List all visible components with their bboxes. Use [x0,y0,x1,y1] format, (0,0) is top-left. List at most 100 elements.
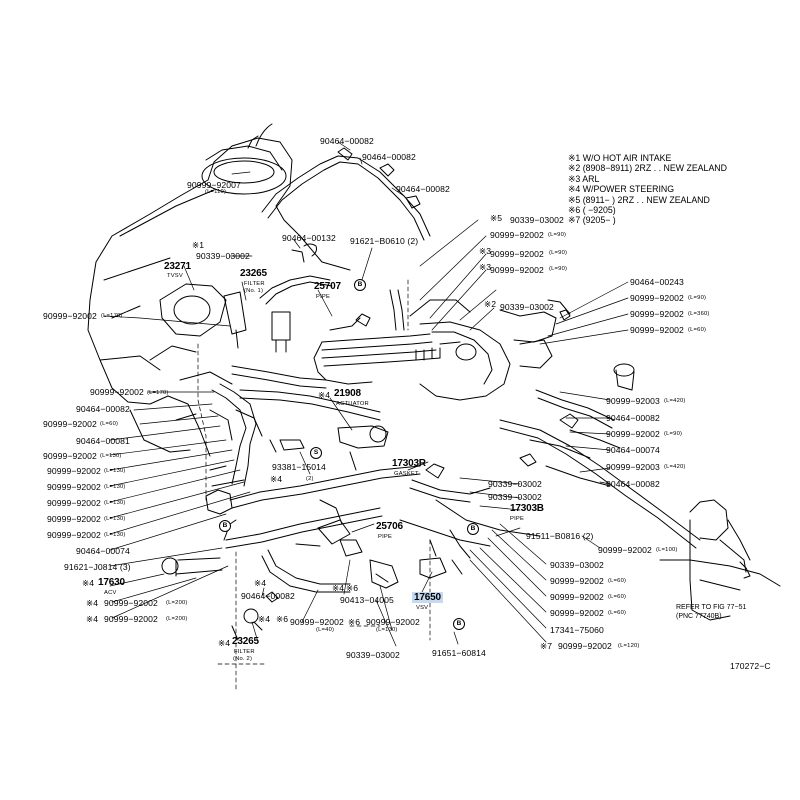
part-sublabel: (No. 2) [233,656,253,662]
part-label[interactable]: 90339−03002 [196,251,250,261]
engine-outline [87,137,351,457]
part-label[interactable]: 90999−92002 [104,614,158,624]
left-hose-group [205,383,421,515]
pipe-bundle [231,289,441,421]
part-label[interactable]: 90999−92002 [550,576,604,586]
part-label[interactable]: 90999−92002 [47,466,101,476]
part-label[interactable]: 90999−92002 [630,309,684,319]
part-sublabel: PIPE [378,534,393,540]
figure-reference[interactable]: REFER TO FIG 77−51 [676,604,747,611]
part-label[interactable]: 90464−00081 [76,436,130,446]
part-label[interactable]: 90464−00132 [282,233,336,243]
part-sublabel: PIPE [316,294,331,300]
legend-item: ※1 W/O HOT AIR INTAKE [568,153,672,163]
part-label[interactable]: 90999−92003 [606,396,660,406]
part-label[interactable]: 17630 [98,577,125,588]
part-label[interactable]: 90999−92002 [47,514,101,524]
part-label[interactable]: 90339−03002 [500,302,554,312]
legend-item: ※6 ( −9205) [568,205,616,216]
part-label[interactable]: 25706 [376,521,403,532]
circle-mark-b: B [467,523,479,535]
part-label-selected[interactable]: 17650 [412,592,443,603]
part-label[interactable]: 90999−92002 [550,592,604,602]
part-label[interactable]: 90999−92002 [630,293,684,303]
variant-mark: ※5 [490,213,503,223]
variant-mark: ※6 [348,617,361,627]
part-label[interactable]: 90999−92002 [630,325,684,335]
variant-mark: ※3 [479,262,492,272]
part-label[interactable]: 17341−75060 [550,625,604,635]
variant-mark: ※4 [218,638,231,648]
part-label[interactable]: 90464−00082 [606,479,660,489]
part-label[interactable]: 23265 [232,636,259,647]
part-label[interactable]: 90999−92002 [558,641,612,651]
part-label[interactable]: 90464−00074 [606,445,660,455]
part-label[interactable]: 90999−92002 [47,482,101,492]
part-sublabel: (L=90) [548,232,567,238]
part-sublabel: ACV [104,590,117,596]
part-label[interactable]: 90464−00082 [241,591,295,601]
part-label[interactable]: 91511−B0816 (2) [526,531,594,541]
part-label[interactable]: 90464−00082 [606,413,660,423]
part-label[interactable]: 90339−03002 [346,650,400,660]
part-label[interactable]: 90999−92002 [43,311,97,321]
part-label[interactable]: 90999−92002 [290,617,344,627]
variant-mark: ※4 [318,390,331,400]
part-label[interactable]: 90464−00082 [396,184,450,194]
part-label[interactable]: 90339−03002 [510,215,564,225]
part-label[interactable]: 21908 [334,388,361,399]
variant-legend: ※1 W/O HOT AIR INTAKE ※2 (8908−8911) 2RZ… [568,153,727,226]
part-label[interactable]: 90999−92002 [550,608,604,618]
variant-mark: ※4 [86,614,99,624]
variant-mark: ※4 [82,578,95,588]
part-label[interactable]: 90464−00082 [362,152,416,162]
variant-mark: ※1 [192,240,205,250]
part-label[interactable]: 17303R [392,458,426,469]
part-label[interactable]: 23265 [240,268,267,279]
part-label[interactable]: 93381−15014 [272,462,326,472]
part-sublabel: (L=130) [104,516,126,522]
part-label[interactable]: 25707 [314,281,341,292]
part-label[interactable]: 91621−B0610 (2) [350,236,419,246]
part-label[interactable]: 90999−92002 [366,617,420,627]
part-label[interactable]: 23271 [164,261,191,272]
part-sublabel: (L=420) [664,398,686,404]
selected-part-number[interactable]: 17650 [412,592,443,603]
part-label[interactable]: 90339−03002 [550,560,604,570]
part-label[interactable]: 90999−92002 [43,451,97,461]
part-label[interactable]: 90999−92002 [490,230,544,240]
part-label[interactable]: 90999−92002 [104,598,158,608]
part-label[interactable]: 90999−92002 [47,498,101,508]
part-sublabel: VSV [416,605,429,611]
part-label[interactable]: 90999−92002 [43,419,97,429]
part-label[interactable]: 90464−00243 [630,277,684,287]
circle-mark-b: B [453,618,465,630]
part-sublabel: (L=360) [688,311,710,317]
part-sublabel: ACTUATOR [336,401,369,407]
part-sublabel: (L=130) [104,532,126,538]
part-label[interactable]: 90999−92002 [90,387,144,397]
part-label[interactable]: 91621−J0814 (3) [64,562,131,572]
part-label[interactable]: 90464−00082 [320,136,374,146]
legend-item: ※5 (8911− ) 2RZ . . NEW ZEALAND [568,194,710,205]
part-label[interactable]: 90999−92002 [490,265,544,275]
part-label[interactable]: 90339−03002 [488,479,542,489]
part-sublabel: (L=60) [608,578,627,584]
part-label[interactable]: 90999−92003 [606,462,660,472]
figure-reference-pnc: (PNC 77740B) [676,613,722,620]
legend-item: ※4 W/POWER STEERING [568,184,675,195]
part-label[interactable]: 90999−92002 [598,545,652,555]
part-label[interactable]: 90339−03002 [488,492,542,502]
part-label[interactable]: 91651−60814 [432,648,486,658]
part-label[interactable]: 90999−92002 [47,530,101,540]
part-label[interactable]: 90999−92002 [606,429,660,439]
part-label[interactable]: 90464−00082 [76,404,130,414]
part-label[interactable]: 90999−92002 [490,249,544,259]
part-label[interactable]: 90464−00074 [76,546,130,556]
variant-mark: ※3 [479,246,492,256]
part-label[interactable]: 90999−92007 [187,180,241,190]
part-label[interactable]: 90413−04005 [340,595,394,605]
part-label[interactable]: 17303B [510,503,544,514]
